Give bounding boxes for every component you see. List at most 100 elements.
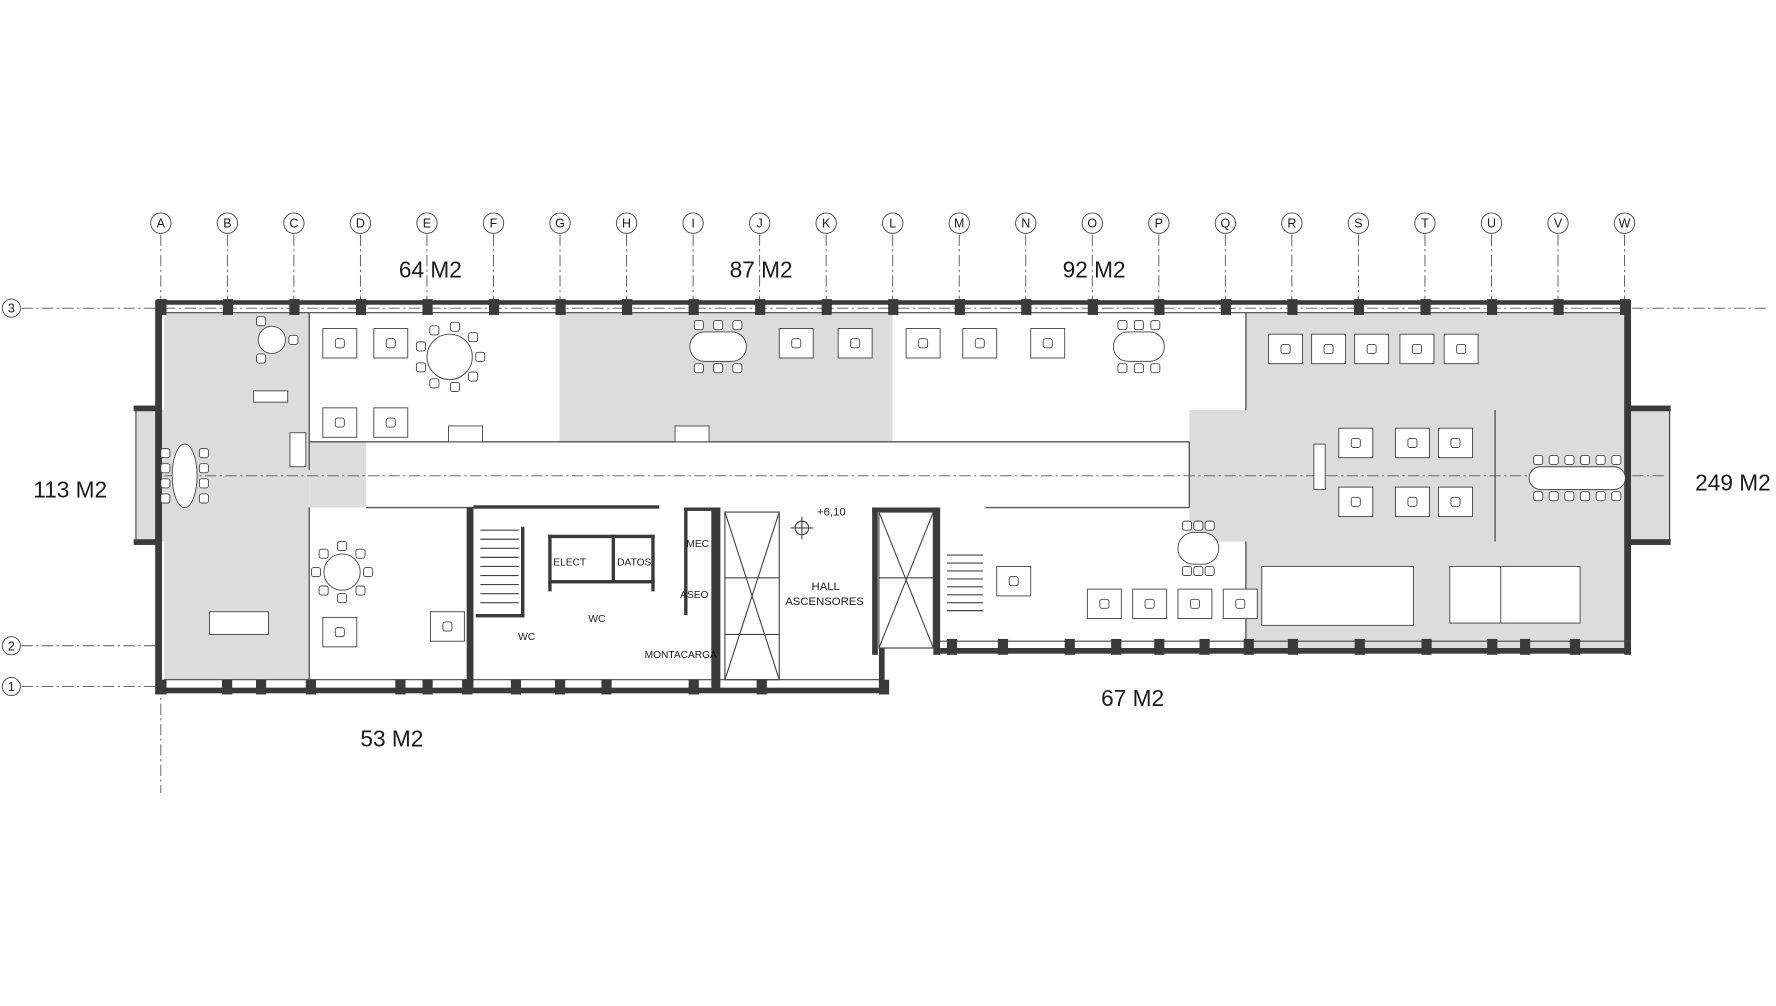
- chair-icon: [337, 593, 348, 604]
- conference-table-icon: [1528, 466, 1626, 490]
- sofa-icon: [674, 425, 710, 443]
- column-top: [222, 299, 234, 315]
- chair-icon: [334, 338, 345, 349]
- grid-label-Q: Q: [1221, 217, 1231, 231]
- stairs: [480, 529, 984, 612]
- desk-icon: [1261, 565, 1415, 626]
- chair-icon: [693, 363, 704, 374]
- column-bottom: [688, 679, 699, 695]
- room-label-wc-2: WC: [588, 614, 605, 625]
- column-bottom: [395, 679, 406, 695]
- desk-icon: [253, 390, 289, 403]
- chair-icon: [429, 378, 440, 389]
- chair-icon: [1008, 576, 1019, 587]
- chair-icon: [1580, 491, 1591, 502]
- chair-icon: [918, 338, 929, 349]
- room-label-mec: MEC: [686, 539, 709, 550]
- column-bottom: [756, 679, 767, 695]
- chair-icon: [442, 621, 453, 632]
- column-top: [1353, 299, 1365, 315]
- column-bottom: [422, 679, 433, 695]
- grid-label-B: B: [223, 217, 231, 231]
- chair-icon: [468, 371, 479, 382]
- grid-bubble-P: [1148, 212, 1170, 234]
- area-label-67: 67 M2: [1101, 685, 1164, 711]
- chair-icon: [1564, 454, 1575, 465]
- chair-icon: [1611, 454, 1622, 465]
- chair-icon: [1150, 320, 1161, 331]
- chair-icon: [385, 338, 396, 349]
- chair-icon: [1133, 320, 1144, 331]
- column-bottom: [1154, 638, 1165, 655]
- room-label-wc-1: WC: [518, 632, 535, 643]
- sofa-icon: [448, 425, 483, 443]
- sofa-icon: [289, 432, 307, 468]
- chair-icon: [334, 417, 345, 428]
- column-top: [1087, 299, 1098, 315]
- grid-bubble-J: [748, 212, 771, 234]
- grid-bubble-A: [150, 212, 172, 234]
- column-top: [622, 299, 633, 315]
- chair-icon: [318, 585, 329, 596]
- grid-label-E: E: [423, 217, 431, 231]
- column-bottom: [222, 679, 233, 695]
- chair-icon: [475, 351, 486, 362]
- grid-label-U: U: [1487, 217, 1496, 231]
- chair-icon: [974, 338, 985, 349]
- desk-icon: [1500, 565, 1581, 624]
- column-top: [289, 299, 300, 315]
- chair-icon: [288, 334, 299, 345]
- grid-label-M: M: [954, 217, 964, 231]
- chair-icon: [713, 363, 724, 374]
- area-label-113: 113 M2: [33, 476, 107, 502]
- chair-icon: [1323, 343, 1334, 354]
- column-top: [954, 299, 965, 315]
- chair-icon: [1117, 320, 1128, 331]
- chair-icon: [1204, 520, 1215, 531]
- chair-icon: [449, 381, 460, 392]
- chair-icon: [198, 493, 209, 504]
- chair-icon: [385, 417, 396, 428]
- chair-icon: [160, 478, 171, 489]
- grid-bubble-V: [1547, 212, 1569, 234]
- grid-bubble-F: [482, 212, 505, 234]
- room-label-ascensores: ASCENSORES: [785, 596, 864, 608]
- grid-bubble-2: [1, 636, 21, 656]
- column-bottom: [946, 638, 958, 655]
- column-bottom: [1064, 638, 1075, 655]
- chair-icon: [693, 320, 704, 331]
- furniture: [160, 316, 1626, 648]
- column-bottom: [1354, 638, 1365, 655]
- column-bottom: [555, 679, 566, 695]
- column-bottom: [601, 679, 612, 695]
- grid-label-H: H: [622, 217, 631, 231]
- column-top: [156, 299, 167, 315]
- chair-icon: [160, 463, 171, 474]
- area-label-64: 64 M2: [399, 257, 462, 283]
- chair-icon: [1144, 598, 1155, 609]
- chair-icon: [1133, 363, 1144, 374]
- column-bottom: [1421, 638, 1432, 655]
- chair-icon: [1182, 565, 1193, 576]
- column-top: [1287, 299, 1298, 315]
- grid-label-O: O: [1087, 217, 1097, 231]
- chair-icon: [1193, 520, 1204, 531]
- chair-icon: [449, 321, 460, 332]
- chair-icon: [1407, 496, 1418, 507]
- grid-bubble-B: [216, 212, 239, 234]
- grid-label-P: P: [1155, 217, 1163, 231]
- column-top: [1420, 299, 1431, 315]
- column-bottom: [510, 679, 522, 695]
- grid-label-D: D: [356, 217, 365, 231]
- chair-icon: [160, 493, 171, 504]
- desk-icon: [1313, 443, 1326, 490]
- grid-bubble-U: [1480, 212, 1503, 234]
- chair-icon: [1350, 496, 1361, 507]
- chair-icon: [337, 541, 348, 552]
- chair-icon: [850, 338, 861, 349]
- grid-bubble-3: [1, 298, 21, 318]
- chair-icon: [1548, 491, 1559, 502]
- desk-icon: [209, 611, 269, 635]
- grid-bubble-M: [948, 212, 970, 234]
- desk-icon: [962, 328, 998, 359]
